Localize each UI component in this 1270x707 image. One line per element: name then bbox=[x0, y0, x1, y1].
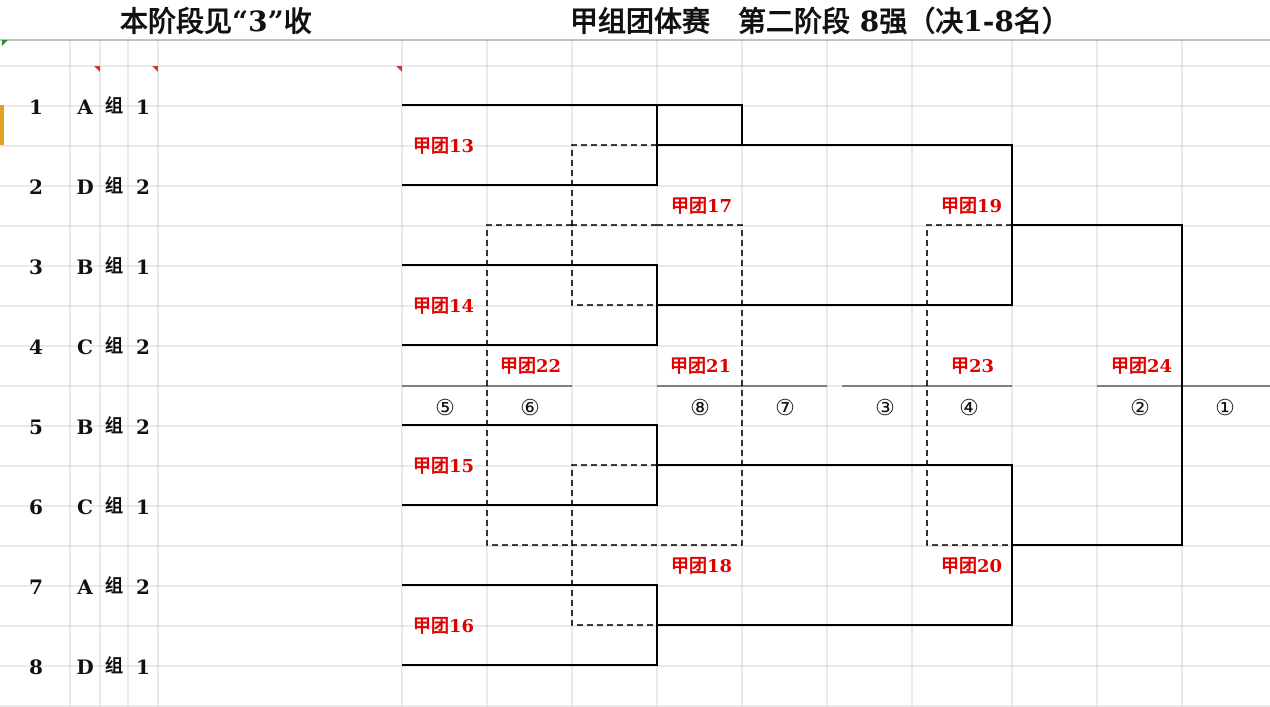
place-3: ③ bbox=[875, 396, 895, 421]
match-label-21: 甲团21 bbox=[670, 356, 732, 377]
selected-cell-border bbox=[657, 104, 743, 145]
team-group: B bbox=[76, 255, 94, 279]
place-1: ① bbox=[1215, 396, 1235, 421]
team-rank: 2 bbox=[136, 175, 150, 199]
team-group: D bbox=[76, 655, 94, 679]
match-label-18: 甲团18 bbox=[671, 556, 733, 577]
team-number: 1 bbox=[29, 95, 43, 119]
bracket-match-22 bbox=[486, 224, 572, 546]
match-label-14: 甲团14 bbox=[413, 296, 475, 317]
place-8: ⑧ bbox=[690, 396, 710, 421]
active-cell-marker bbox=[0, 105, 4, 145]
place-5: ⑤ bbox=[435, 396, 455, 421]
place-4: ④ bbox=[959, 396, 979, 421]
bracket-match-24 bbox=[1012, 224, 1183, 546]
team-number: 3 bbox=[29, 255, 43, 279]
team-rank: 1 bbox=[136, 655, 150, 679]
team-group: B bbox=[76, 415, 94, 439]
match-label-24: 甲团24 bbox=[1111, 356, 1173, 377]
comment-indicator bbox=[396, 66, 402, 72]
bracket-match-20 bbox=[657, 464, 1013, 626]
team-group: D bbox=[76, 175, 94, 199]
match-label-19: 甲团19 bbox=[941, 196, 1003, 217]
bracket-match-21 bbox=[657, 224, 743, 546]
match-label-23: 甲23 bbox=[951, 356, 995, 377]
team-number: 4 bbox=[29, 335, 43, 359]
match-label-15: 甲团15 bbox=[413, 456, 475, 477]
place-6: ⑥ bbox=[520, 396, 540, 421]
place-7: ⑦ bbox=[775, 396, 795, 421]
team-group-label: 组 bbox=[105, 496, 123, 517]
team-number: 5 bbox=[29, 415, 43, 439]
team-group: A bbox=[77, 575, 93, 599]
team-number: 6 bbox=[29, 495, 43, 519]
team-group-label: 组 bbox=[105, 416, 123, 437]
team-number: 7 bbox=[29, 575, 43, 599]
team-number: 2 bbox=[29, 175, 43, 199]
team-group-label: 组 bbox=[105, 96, 123, 117]
team-group: A bbox=[77, 95, 93, 119]
match-label-16: 甲团16 bbox=[413, 616, 475, 637]
comment-indicator bbox=[94, 66, 100, 72]
team-rank: 1 bbox=[136, 95, 150, 119]
match-label-17: 甲团17 bbox=[671, 196, 733, 217]
page-title: 甲组团体赛 第二阶段 8强（决1-8名） bbox=[570, 5, 1070, 38]
place-2: ② bbox=[1130, 396, 1150, 421]
team-group: C bbox=[77, 335, 93, 359]
match-label-22: 甲团22 bbox=[500, 356, 562, 377]
team-rank: 1 bbox=[136, 255, 150, 279]
comment-indicator bbox=[152, 66, 158, 72]
cell-marker-green bbox=[2, 40, 8, 46]
team-group-label: 组 bbox=[105, 176, 123, 197]
title-left: 本阶段见“3”收 bbox=[120, 5, 312, 38]
match-label-20: 甲团20 bbox=[941, 556, 1003, 577]
match-label-13: 甲团13 bbox=[413, 136, 475, 157]
team-rank: 2 bbox=[136, 415, 150, 439]
team-group-label: 组 bbox=[105, 336, 123, 357]
team-group-label: 组 bbox=[105, 576, 123, 597]
team-group-label: 组 bbox=[105, 256, 123, 277]
bracket-match-23 bbox=[926, 224, 1012, 546]
team-rank: 1 bbox=[136, 495, 150, 519]
team-group-label: 组 bbox=[105, 656, 123, 677]
team-group: C bbox=[77, 495, 93, 519]
team-rank: 2 bbox=[136, 575, 150, 599]
team-rank: 2 bbox=[136, 335, 150, 359]
team-number: 8 bbox=[29, 655, 43, 679]
